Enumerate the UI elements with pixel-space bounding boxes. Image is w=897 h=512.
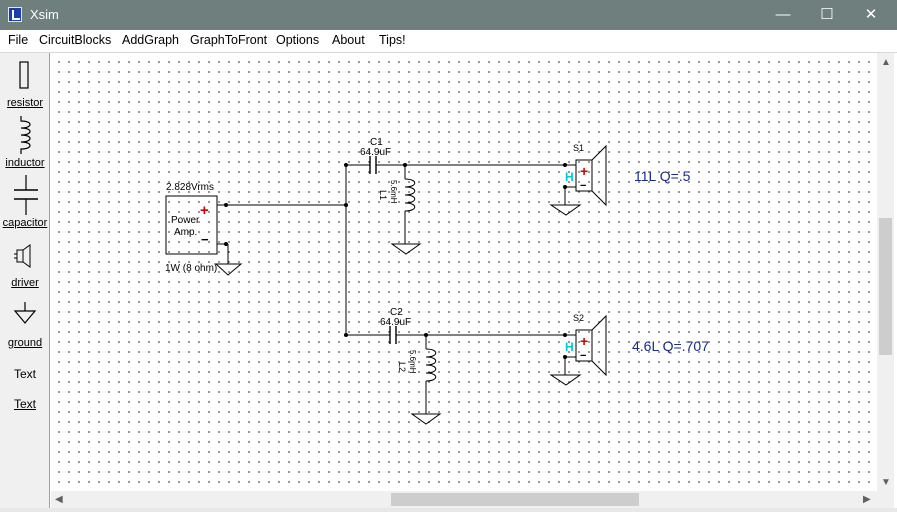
ground-tool[interactable]: ground	[7, 337, 43, 349]
menu-circuitblocks[interactable]: CircuitBlocks	[39, 33, 112, 47]
menu-about[interactable]: About	[332, 33, 365, 47]
close-button[interactable]: ✕	[864, 6, 878, 23]
menu-bar: File CircuitBlocks AddGraph GraphToFront…	[0, 30, 897, 53]
ground-icon[interactable]	[13, 301, 37, 327]
scroll-corner	[877, 491, 894, 508]
vertical-scrollbar[interactable]: ▲ ▼	[877, 53, 894, 491]
menu-tips[interactable]: Tips!	[379, 33, 406, 47]
scroll-down-arrow-icon[interactable]: ▼	[881, 477, 891, 488]
inductor-icon[interactable]	[15, 115, 37, 155]
minimize-button[interactable]: —	[775, 6, 791, 23]
menu-file[interactable]: File	[8, 33, 29, 47]
horizontal-scroll-thumb[interactable]	[391, 493, 639, 506]
capacitor-icon[interactable]	[13, 175, 39, 215]
menu-options[interactable]: Options	[276, 33, 320, 47]
scroll-left-arrow-icon[interactable]: ◀	[55, 494, 63, 505]
schematic-canvas[interactable]	[51, 53, 877, 491]
resistor-icon[interactable]	[15, 59, 35, 91]
maximize-button[interactable]: ☐	[820, 6, 834, 23]
driver-icon[interactable]	[13, 243, 37, 269]
text-tool-icon[interactable]: Text	[13, 367, 36, 381]
text-tool[interactable]: Text	[13, 397, 36, 411]
menu-graphtofront[interactable]: GraphToFront	[190, 33, 268, 47]
window-right-edge	[894, 53, 897, 512]
inductor-tool[interactable]: inductor	[5, 157, 45, 169]
scroll-right-arrow-icon[interactable]: ▶	[863, 494, 871, 505]
window-bottom-edge	[0, 508, 897, 512]
capacitor-tool[interactable]: capacitor	[2, 217, 48, 229]
menu-addgraph[interactable]: AddGraph	[122, 33, 179, 47]
scroll-up-arrow-icon[interactable]: ▲	[881, 57, 891, 68]
window-title: Xsim	[30, 7, 59, 22]
vertical-scroll-thumb[interactable]	[879, 218, 892, 355]
resistor-tool[interactable]: resistor	[6, 97, 44, 109]
driver-tool[interactable]: driver	[11, 277, 39, 289]
app-icon[interactable]	[8, 7, 22, 22]
horizontal-scrollbar[interactable]: ◀ ▶	[51, 491, 877, 508]
title-bar: Xsim — ☐ ✕	[0, 0, 897, 30]
component-toolbox: resistor inductor capacitor driver groun…	[0, 53, 50, 512]
